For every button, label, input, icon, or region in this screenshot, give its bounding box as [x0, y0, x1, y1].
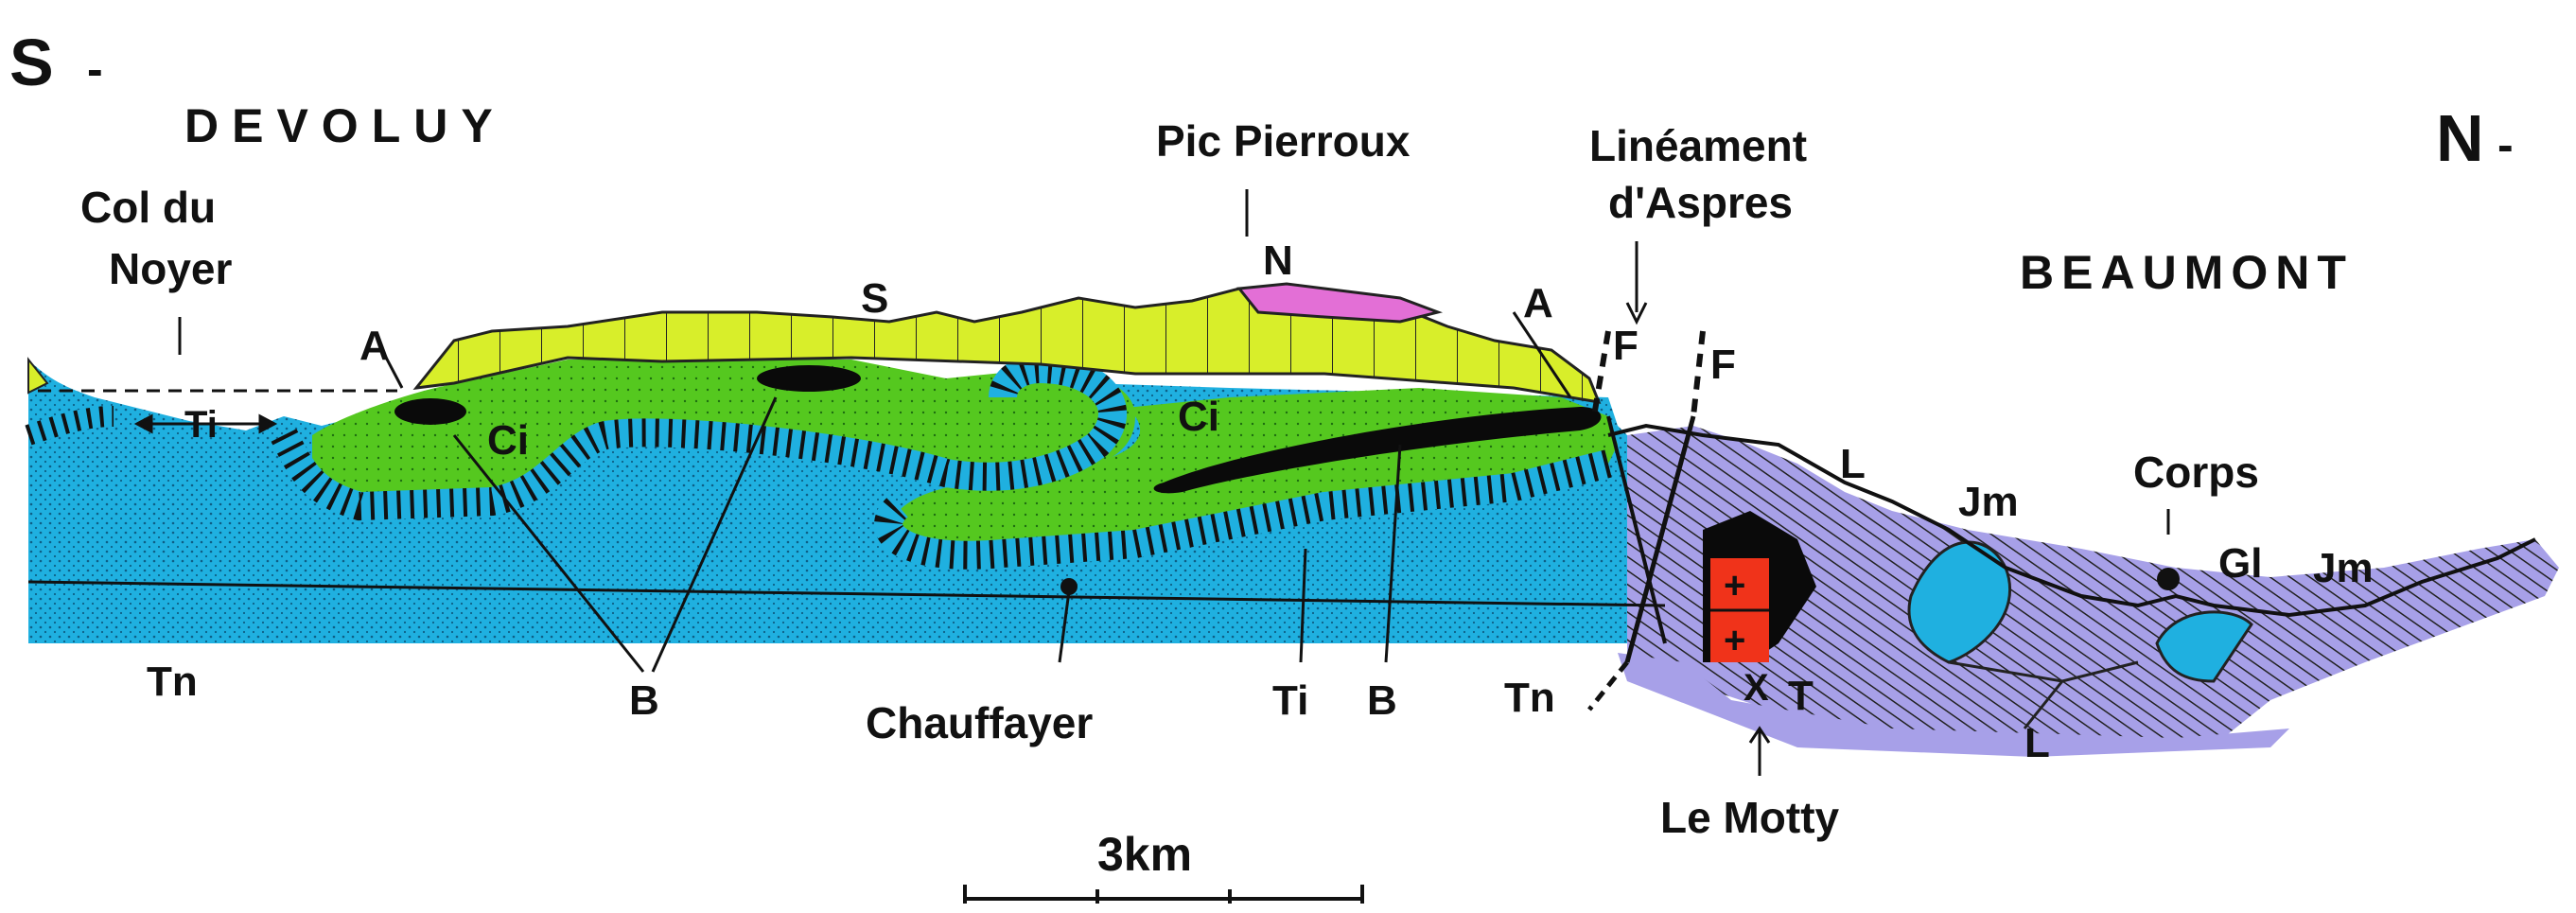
unit-N: N [1263, 237, 1293, 284]
unit-T: T [1788, 673, 1814, 719]
scale-bar [965, 885, 1362, 904]
chauffayer-label: Chauffayer [866, 698, 1093, 747]
col-du-noyer-line2: Noyer [109, 244, 232, 293]
devoluy-label: DEVOLUY [184, 99, 506, 152]
unit-Ti-top: Ti [184, 404, 218, 446]
unit-Gl: Gl [2218, 540, 2262, 587]
unit-L-bottom: L [2024, 720, 2050, 766]
unit-A-left: A [359, 323, 390, 369]
beaumont-label: BEAUMONT [2020, 246, 2354, 299]
unit-L-top: L [1840, 441, 1866, 487]
unit-X: X [1744, 667, 1769, 709]
unit-F-left: F [1613, 323, 1638, 369]
unit-F-right: F [1710, 342, 1736, 388]
corps-dot [2157, 568, 2180, 590]
chauffayer-dot [1060, 578, 1078, 595]
north-label: N [2436, 101, 2484, 175]
pic-pierroux-label: Pic Pierroux [1156, 116, 1411, 166]
unit-Ti-bottom: Ti [1272, 677, 1308, 724]
unit-Jm-left: Jm [1958, 479, 2019, 525]
lineament-line2: d'Aspres [1608, 178, 1793, 227]
lineament-line1: Linéament [1589, 121, 1807, 170]
unit-Jm-right: Jm [2313, 545, 2374, 591]
south-dash: - [87, 43, 103, 96]
north-dash: - [2497, 118, 2514, 171]
unit-Ci-left: Ci [487, 417, 529, 464]
unit-Tn-left: Tn [147, 658, 198, 705]
unit-Ci-right: Ci [1178, 394, 1219, 440]
scale-label: 3km [1097, 828, 1192, 881]
unit-B-right: B [1367, 677, 1397, 724]
granite-plus-bottom: + [1724, 620, 1745, 661]
granite-plus-top: + [1724, 565, 1745, 606]
unit-B-left: B [629, 677, 659, 724]
col-du-noyer-line1: Col du [80, 183, 216, 232]
unit-Tn-mid: Tn [1504, 675, 1555, 721]
unit-A-right: A [1523, 280, 1553, 326]
unit-S: S [861, 275, 888, 322]
corps-label: Corps [2133, 448, 2259, 497]
south-label: S [9, 26, 54, 99]
le-motty-label: Le Motty [1660, 793, 1840, 842]
